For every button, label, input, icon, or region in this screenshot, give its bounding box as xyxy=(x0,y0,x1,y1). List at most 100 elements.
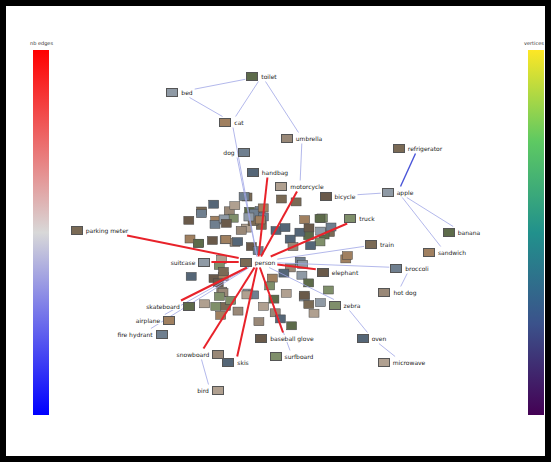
image-thumbnail xyxy=(270,352,282,361)
image-vertex: truck xyxy=(344,214,375,223)
image-thumbnail xyxy=(198,258,210,267)
image-vertex: suitcase xyxy=(170,258,211,267)
vertex-label: snowboard xyxy=(176,351,211,358)
graph-edge xyxy=(190,98,223,117)
image-thumbnail xyxy=(342,252,352,260)
image-thumbnail xyxy=(295,228,305,236)
image-thumbnail xyxy=(194,239,204,247)
vertex-label: cat xyxy=(233,119,244,126)
image-thumbnail xyxy=(211,302,221,310)
vertex-label: dog xyxy=(222,149,235,156)
image-thumbnail xyxy=(183,302,195,311)
vertex-label: zebra xyxy=(343,302,362,309)
vertex-label: suitcase xyxy=(170,259,197,266)
edge-colorbar xyxy=(33,50,49,415)
image-vertex: refrigerator xyxy=(393,144,443,153)
image-thumbnail xyxy=(365,240,377,249)
image-vertex: skis xyxy=(222,358,249,367)
image-vertex: sandwich xyxy=(423,248,467,257)
image-vertex: fire hydrant xyxy=(116,330,167,339)
image-thumbnail xyxy=(200,300,210,308)
image-thumbnail xyxy=(304,301,314,309)
graph-edge xyxy=(300,144,302,181)
image-thumbnail xyxy=(255,334,267,343)
vertex-label: skis xyxy=(236,359,249,366)
image-thumbnail xyxy=(329,301,341,310)
image-thumbnail xyxy=(443,228,455,237)
image-vertex: microwave xyxy=(378,358,427,367)
image-thumbnail xyxy=(240,258,252,267)
image-thumbnail xyxy=(378,358,390,367)
vertex-label: train xyxy=(379,241,395,248)
graph-edge xyxy=(379,344,395,357)
vertex-label: banana xyxy=(457,229,481,236)
image-thumbnail xyxy=(344,214,356,223)
image-vertex: dog xyxy=(222,148,249,157)
vertex-label: bicycle xyxy=(334,193,357,200)
image-thumbnail xyxy=(357,334,369,343)
image-thumbnail xyxy=(378,288,390,297)
image-thumbnail xyxy=(218,267,228,275)
vertex-label: motorcycle xyxy=(289,183,324,190)
image-thumbnail xyxy=(212,386,224,395)
image-vertex: parking meter xyxy=(71,226,130,235)
image-thumbnail xyxy=(166,88,178,97)
image-vertex: skateboard xyxy=(145,302,195,311)
image-thumbnail xyxy=(315,238,325,246)
image-vertex: handbag xyxy=(247,168,289,177)
image-thumbnail xyxy=(214,292,224,300)
image-thumbnail xyxy=(300,216,310,224)
image-vertex: train xyxy=(365,240,395,249)
image-thumbnail xyxy=(306,242,316,250)
image-vertex: bicycle xyxy=(320,192,357,201)
image-thumbnail xyxy=(196,210,206,218)
graph-edge xyxy=(233,128,257,257)
image-thumbnail xyxy=(259,302,269,310)
image-thumbnail xyxy=(323,286,333,294)
image-thumbnail xyxy=(304,224,314,232)
graph-edge xyxy=(358,193,381,195)
image-thumbnail xyxy=(281,134,293,143)
image-thumbnail xyxy=(221,235,231,243)
vertex-label: airplane xyxy=(135,317,161,324)
image-vertex: person xyxy=(240,258,277,267)
graph-edge xyxy=(261,192,297,257)
vertex-label: sandwich xyxy=(437,249,467,256)
vertex-label: broccoli xyxy=(404,265,429,272)
vertex-label: elephant xyxy=(331,269,360,276)
image-thumbnail xyxy=(276,195,286,203)
image-thumbnail xyxy=(309,309,319,317)
image-vertex: bed xyxy=(166,88,193,97)
vertex-label: toilet xyxy=(260,73,277,80)
image-thumbnail xyxy=(238,148,250,157)
image-thumbnail xyxy=(184,216,194,224)
image-thumbnail xyxy=(423,248,435,257)
graph-edge xyxy=(259,178,268,257)
vertex-colorbar xyxy=(528,50,544,415)
vertex-label: apple xyxy=(396,189,415,196)
image-thumbnail xyxy=(230,202,240,210)
image-vertex: apple xyxy=(382,188,415,197)
image-thumbnail xyxy=(267,274,277,282)
graph-edge xyxy=(211,261,238,263)
graph-edge xyxy=(271,224,348,257)
image-thumbnail xyxy=(287,322,297,330)
vertex-label: truck xyxy=(358,215,375,222)
edge-colorbar-title: nb edges xyxy=(30,40,53,46)
graph-edge xyxy=(350,311,368,333)
image-thumbnail xyxy=(163,316,175,325)
image-thumbnail xyxy=(233,238,243,246)
image-thumbnail xyxy=(221,219,231,227)
vertex-label: oven xyxy=(371,335,388,342)
graph-edge xyxy=(266,82,299,133)
image-thumbnail xyxy=(186,272,196,280)
image-thumbnail xyxy=(285,235,295,243)
image-thumbnail xyxy=(193,239,203,247)
image-vertex: hot dog xyxy=(378,288,417,297)
vertex-label: bed xyxy=(180,89,193,96)
image-vertex: zebra xyxy=(329,301,362,310)
graph-edge xyxy=(260,268,283,333)
image-thumbnail xyxy=(246,72,258,81)
image-vertex: baseball glove xyxy=(255,334,314,343)
image-thumbnail xyxy=(219,118,231,127)
